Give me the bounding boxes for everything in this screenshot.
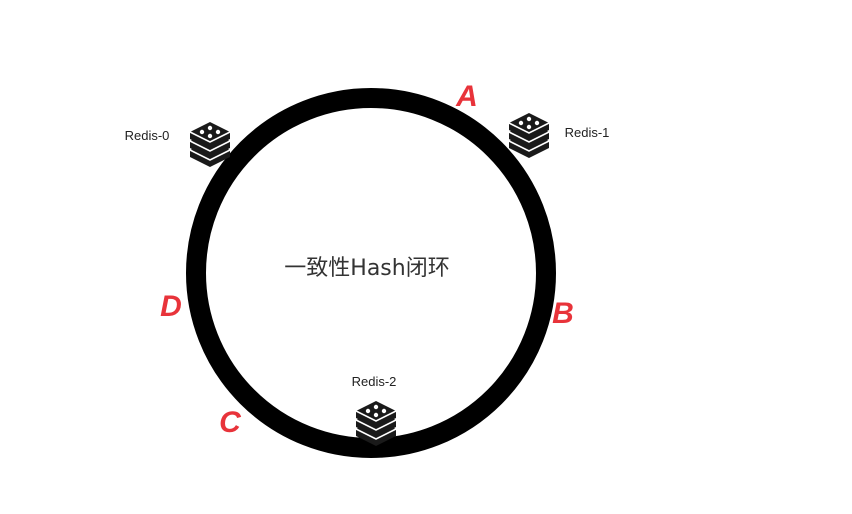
node-label-d: D	[160, 290, 182, 323]
ring-title: 一致性Hash闭环	[284, 256, 449, 281]
redis-2-server: Redis-2	[352, 374, 397, 447]
redis-server-icon	[189, 121, 231, 168]
node-label-b: B	[552, 297, 574, 330]
node-label-a: A	[455, 80, 478, 113]
server-label-redis-2: Redis-2	[352, 374, 397, 389]
redis-server-icon	[508, 112, 550, 159]
hash-ring	[186, 88, 556, 458]
node-label-c: C	[219, 406, 242, 439]
server-label-redis-1: Redis-1	[565, 125, 610, 140]
redis-1-server: Redis-1	[508, 112, 610, 159]
server-label-redis-0: Redis-0	[125, 128, 170, 143]
redis-0-server: Redis-0	[125, 121, 231, 168]
